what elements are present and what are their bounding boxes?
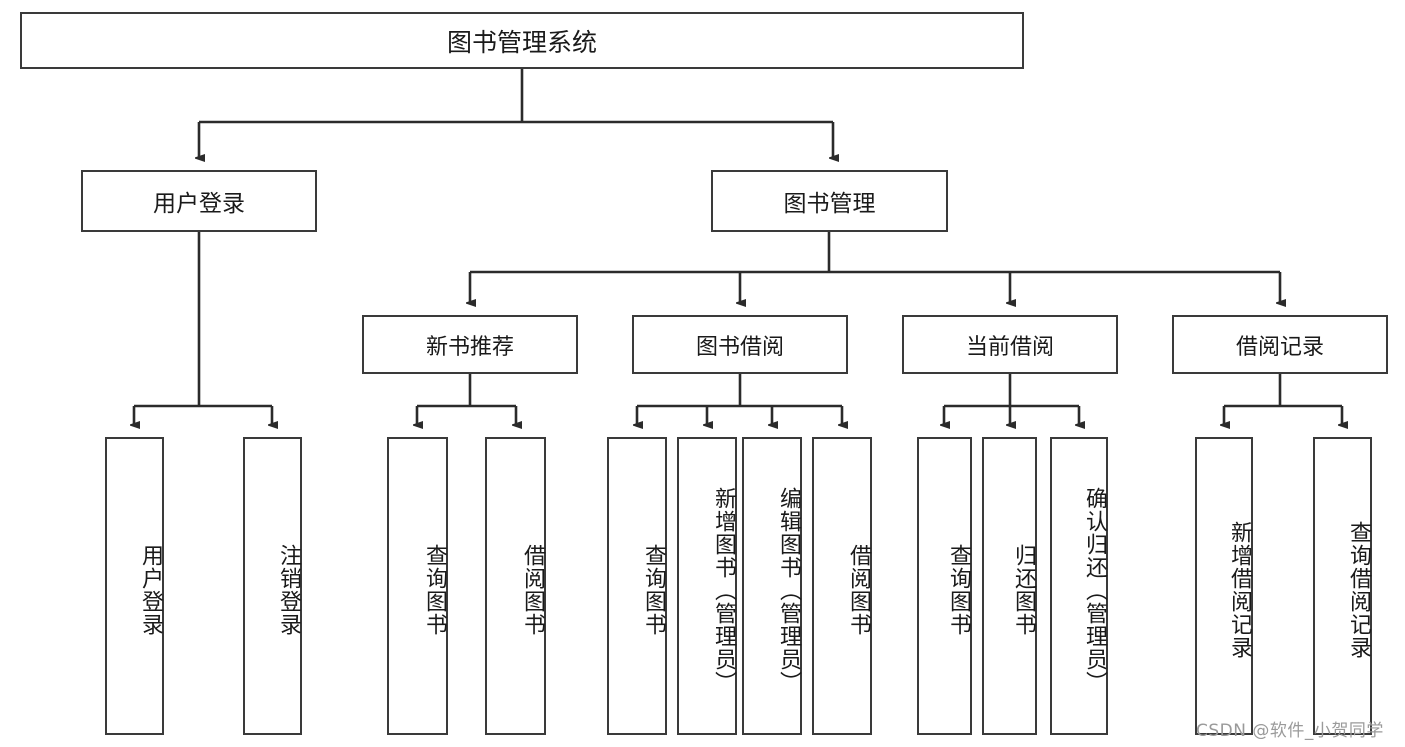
node-leaf-query-record[interactable]: 查询借阅记录 [1313,437,1372,735]
node-leaf-add-record[interactable]: 新增借阅记录 [1195,437,1253,735]
node-borrow-record-label: 借阅记录 [1235,334,1324,360]
node-book-borrow-label: 图书借阅 [695,334,784,360]
node-leaf-user-login[interactable]: 用户登录 [105,437,164,735]
node-leaf-edit-book-label: 编辑图书（管理员） [776,486,801,694]
csdn-watermark: CSDN @软件_小贺同学 [1196,721,1384,741]
node-leaf-confirm-return[interactable]: 确认归还（管理员） [1050,437,1108,735]
node-leaf-confirm-return-label: 确认归还（管理员） [1082,486,1107,694]
node-leaf-borrow-book-2[interactable]: 借阅图书 [812,437,872,735]
node-root[interactable]: 图书管理系统 [20,12,1024,69]
node-book-manage[interactable]: 图书管理 [711,170,948,232]
node-leaf-logout-label: 注销登录 [276,544,301,636]
node-leaf-borrow-book-1-label: 借阅图书 [520,544,545,636]
node-current-borrow[interactable]: 当前借阅 [902,315,1118,374]
node-new-book-recommend[interactable]: 新书推荐 [362,315,578,374]
node-leaf-query-record-label: 查询借阅记录 [1346,521,1371,659]
node-book-manage-label: 图书管理 [783,191,876,217]
node-leaf-query-book-1[interactable]: 查询图书 [387,437,448,735]
node-leaf-query-book-2-label: 查询图书 [641,544,666,636]
node-leaf-edit-book[interactable]: 编辑图书（管理员） [742,437,802,735]
node-current-borrow-label: 当前借阅 [965,334,1054,360]
node-book-borrow[interactable]: 图书借阅 [632,315,848,374]
node-user-login-label: 用户登录 [153,191,245,217]
node-root-label: 图书管理系统 [446,27,597,57]
node-leaf-add-book[interactable]: 新增图书（管理员） [677,437,737,735]
node-new-book-recommend-label: 新书推荐 [425,334,514,360]
node-leaf-borrow-book-1[interactable]: 借阅图书 [485,437,546,735]
node-leaf-query-book-3-label: 查询图书 [946,544,971,636]
node-leaf-add-record-label: 新增借阅记录 [1227,521,1252,659]
node-leaf-return-book[interactable]: 归还图书 [982,437,1037,735]
node-leaf-query-book-2[interactable]: 查询图书 [607,437,667,735]
node-leaf-borrow-book-2-label: 借阅图书 [846,544,871,636]
node-user-login[interactable]: 用户登录 [81,170,317,232]
node-leaf-add-book-label: 新增图书（管理员） [711,486,736,694]
node-borrow-record[interactable]: 借阅记录 [1172,315,1388,374]
node-leaf-user-login-label: 用户登录 [138,544,163,636]
node-leaf-query-book-3[interactable]: 查询图书 [917,437,972,735]
node-leaf-query-book-1-label: 查询图书 [422,544,447,636]
node-leaf-return-book-label: 归还图书 [1011,544,1036,636]
node-leaf-logout[interactable]: 注销登录 [243,437,302,735]
